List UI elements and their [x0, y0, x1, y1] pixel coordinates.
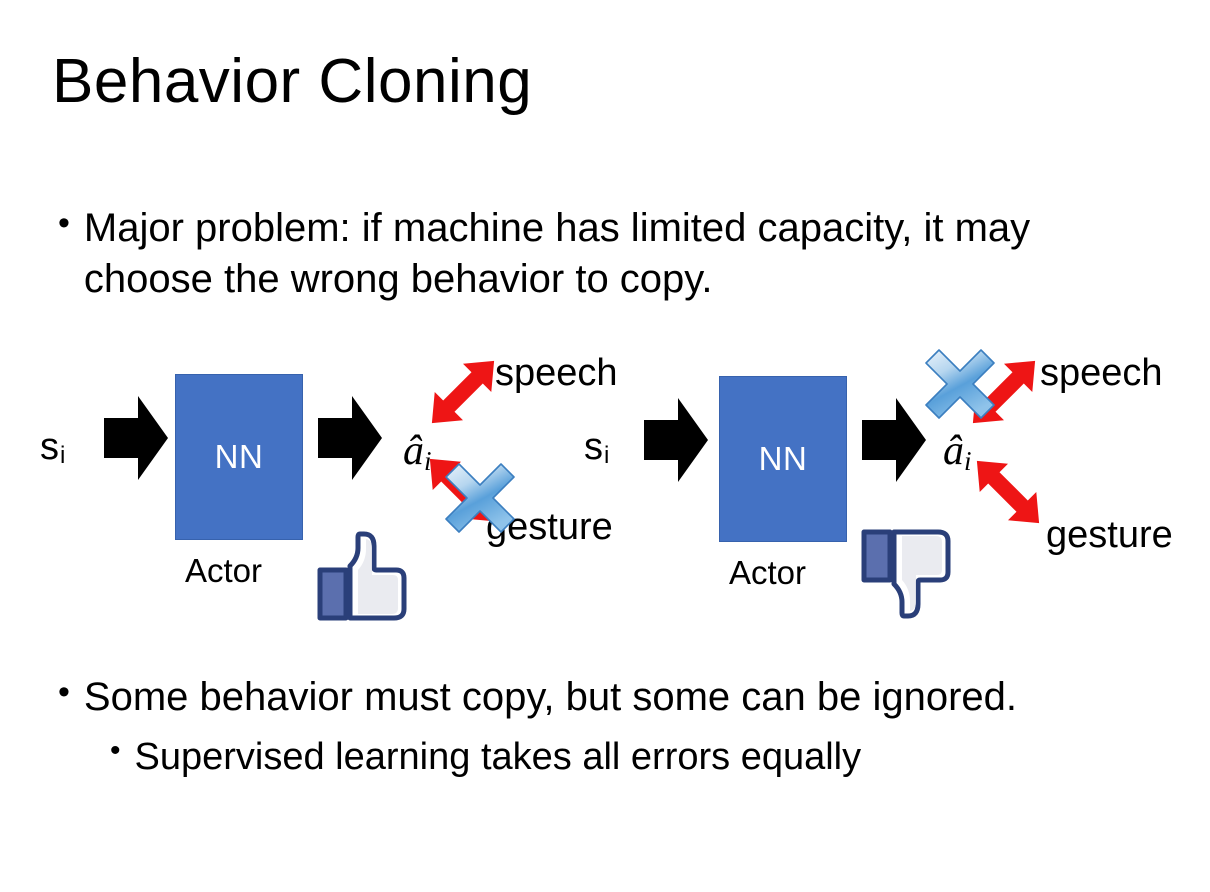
bullet-text: Some behavior must copy, but some can be… — [83, 675, 1018, 719]
actor-caption-right: Actor — [729, 554, 807, 591]
state-subscript: i — [60, 442, 66, 469]
bullet-marker-icon: • — [58, 204, 70, 242]
diagram-right: si NN Actor âi — [562, 330, 1173, 640]
speech-branch-arrow-icon — [413, 342, 513, 442]
bullet-list-bottom-sub: • Supervised learning takes all errors e… — [110, 733, 1170, 782]
action-symbol: â — [403, 428, 424, 474]
bullet-list-bottom: • Some behavior must copy, but some can … — [58, 672, 1178, 723]
bullet-marker-icon: • — [58, 673, 70, 711]
diagram-left: si NN Actor âi — [18, 330, 618, 640]
speech-label-left: speech — [495, 352, 618, 394]
output-arrow-icon — [862, 398, 926, 482]
bullet-text: Supervised learning takes all errors equ… — [134, 736, 862, 778]
list-item: • Supervised learning takes all errors e… — [110, 733, 1170, 782]
state-label-left: si — [40, 428, 65, 468]
state-subscript: i — [604, 442, 610, 469]
gesture-label-right: gesture — [1046, 514, 1173, 556]
action-subscript: i — [964, 446, 972, 476]
action-label-right: âi — [943, 430, 972, 475]
action-symbol: â — [943, 428, 964, 474]
list-item: • Major problem: if machine has limited … — [58, 203, 1118, 305]
nn-box-left: NN — [175, 374, 303, 540]
input-arrow-icon — [104, 396, 168, 480]
bullet-marker-icon: • — [110, 734, 121, 767]
cross-out-icon-gesture — [442, 460, 518, 536]
cross-out-icon-speech — [922, 346, 998, 422]
output-arrow-icon — [318, 396, 382, 480]
thumbs-up-icon — [314, 528, 412, 626]
bullet-list-top: • Major problem: if machine has limited … — [58, 203, 1118, 305]
page-title: Behavior Cloning — [52, 47, 533, 116]
state-symbol: s — [584, 426, 603, 468]
nn-box-label: NN — [214, 438, 264, 475]
actor-caption-left: Actor — [185, 552, 263, 589]
nn-box-label: NN — [758, 440, 808, 477]
gesture-branch-arrow-icon — [958, 442, 1058, 542]
action-label-left: âi — [403, 430, 432, 475]
thumbs-down-icon — [858, 522, 956, 620]
nn-box-right: NN — [719, 376, 847, 542]
state-symbol: s — [40, 426, 59, 468]
list-item: • Some behavior must copy, but some can … — [58, 672, 1178, 723]
diagram-area: si NN Actor âi — [0, 330, 1210, 640]
input-arrow-icon — [644, 398, 708, 482]
action-subscript: i — [424, 446, 432, 476]
state-label-right: si — [584, 428, 609, 468]
bullet-text: Major problem: if machine has limited ca… — [83, 206, 1031, 302]
speech-label-right: speech — [1040, 352, 1163, 394]
